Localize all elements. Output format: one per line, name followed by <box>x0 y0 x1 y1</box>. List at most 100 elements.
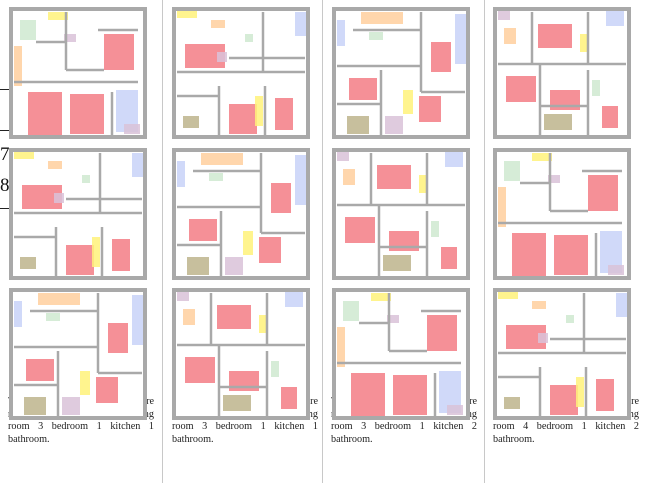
bathroom-room <box>455 14 467 64</box>
entrance-room <box>361 12 403 24</box>
bedroom-room <box>345 217 375 243</box>
bedroom-room <box>602 106 618 128</box>
bathroom-room <box>439 371 461 413</box>
balcony-room <box>62 397 80 415</box>
closet-room <box>592 80 600 96</box>
bedroom-room <box>185 357 215 383</box>
floor-plan <box>493 148 631 280</box>
floor-plan <box>172 148 310 280</box>
exterior-wall <box>172 288 310 420</box>
floor-plan <box>172 288 310 420</box>
bedroom-room <box>271 183 291 213</box>
balcony-room <box>217 52 227 62</box>
bedroom-room <box>506 76 536 102</box>
bathroom-room <box>606 10 624 26</box>
storage-room <box>498 291 518 299</box>
kitchen-room <box>383 255 411 271</box>
entrance-room <box>38 293 80 305</box>
storage-room <box>92 237 100 267</box>
closet-room <box>20 20 36 40</box>
balcony-room <box>64 34 76 42</box>
bedroom-room <box>538 24 572 48</box>
balcony-room <box>337 151 349 161</box>
edge-fragment-digit: 7 <box>0 144 10 165</box>
floor-plan <box>332 7 470 139</box>
exterior-wall <box>332 7 470 139</box>
entrance-room <box>14 46 22 86</box>
storage-room <box>80 371 90 395</box>
balcony-room <box>177 291 189 301</box>
edge-rule <box>0 89 11 90</box>
bedroom-room <box>427 315 457 351</box>
bedroom-room <box>393 375 427 415</box>
bedroom-room <box>112 239 130 271</box>
bedroom-room <box>588 175 618 211</box>
balcony-room <box>538 333 548 343</box>
storage-room <box>580 34 588 52</box>
balcony-room <box>498 10 510 20</box>
entrance-room <box>201 153 243 165</box>
kitchen-room <box>20 257 36 269</box>
bathroom-room <box>616 293 628 317</box>
closet-room <box>271 361 279 377</box>
bedroom-room <box>229 104 257 134</box>
edge-rule <box>0 130 11 131</box>
storage-room <box>259 315 267 333</box>
closet-room <box>504 161 520 181</box>
floor-plan <box>493 7 631 139</box>
storage-room <box>403 90 413 114</box>
bedroom-room <box>281 387 297 409</box>
column-divider <box>162 0 163 483</box>
entrance-room <box>183 309 195 325</box>
balcony-room <box>225 257 243 275</box>
bedroom-room <box>70 94 104 134</box>
bedroom-room <box>349 78 377 100</box>
floor-plan <box>332 288 470 420</box>
storage-room <box>255 96 263 126</box>
bedroom-room <box>275 98 293 130</box>
entrance-room <box>504 28 516 44</box>
closet-room <box>46 313 60 321</box>
exterior-wall <box>493 148 631 280</box>
exterior-wall <box>332 148 470 280</box>
balcony-room <box>124 124 140 134</box>
entrance-room <box>343 169 355 185</box>
kitchen-room <box>504 397 520 409</box>
bedroom-room <box>512 233 546 277</box>
exterior-wall <box>172 7 310 139</box>
storage-room <box>576 377 584 407</box>
storage-room <box>243 231 253 255</box>
bedroom-room <box>441 247 457 269</box>
closet-room <box>209 173 223 181</box>
kitchen-room <box>187 257 209 275</box>
column-divider <box>322 0 323 483</box>
balcony-room <box>608 265 624 275</box>
storage-room <box>48 12 68 20</box>
bedroom-room <box>189 219 217 241</box>
floor-plan <box>9 288 147 420</box>
bedroom-room <box>596 379 614 411</box>
balcony-room <box>548 175 560 183</box>
entrance-room <box>498 187 506 227</box>
balcony-room <box>385 116 403 134</box>
entrance-room <box>337 327 345 367</box>
storage-room <box>177 10 197 18</box>
bathroom-room <box>445 151 463 167</box>
balcony-room <box>54 193 64 203</box>
bedroom-room <box>26 359 54 381</box>
bathroom-room <box>295 155 307 205</box>
exterior-wall <box>9 7 147 139</box>
bedroom-room <box>554 235 588 275</box>
kitchen-room <box>347 116 369 134</box>
column-divider <box>484 0 485 483</box>
storage-room <box>14 151 34 159</box>
bedroom-room <box>108 323 128 353</box>
floor-plan <box>332 148 470 280</box>
bedroom-room <box>28 92 62 136</box>
edge-rule <box>0 208 11 209</box>
bedroom-room <box>66 245 94 275</box>
exterior-wall <box>172 148 310 280</box>
bedroom-room <box>431 42 451 72</box>
closet-room <box>82 175 90 183</box>
